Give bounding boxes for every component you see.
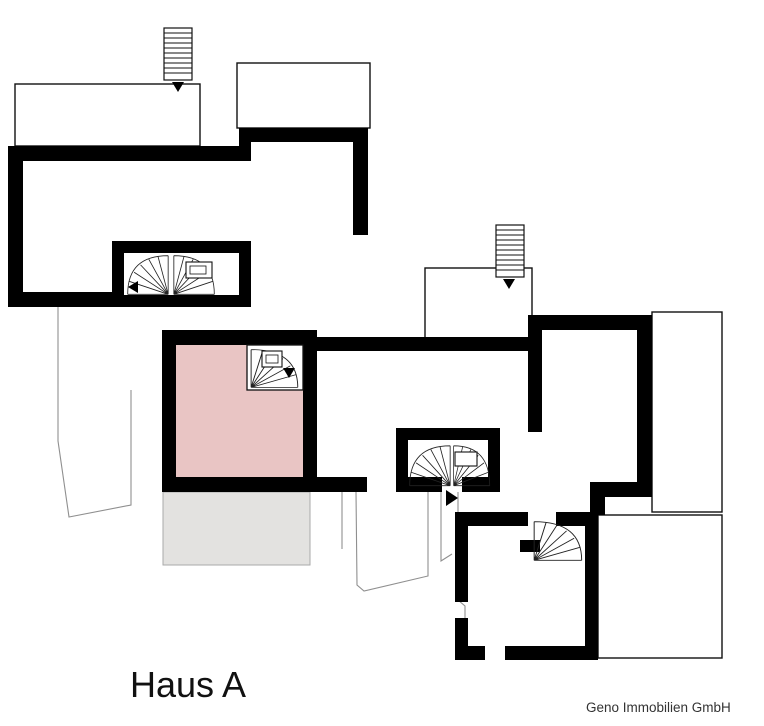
balcony-far-right bbox=[651, 311, 723, 513]
straight-stair-icon bbox=[163, 27, 193, 81]
winder-stair-icon bbox=[533, 521, 583, 561]
stairs-lower-right bbox=[533, 521, 583, 561]
stair-shaft-center-right bbox=[495, 224, 525, 289]
terrace bbox=[162, 491, 311, 566]
balcony-top-left bbox=[14, 83, 201, 147]
straight-stair-icon bbox=[495, 224, 525, 278]
direction-arrow-icon bbox=[446, 490, 458, 506]
lift-icon bbox=[454, 451, 478, 467]
balcony-top-middle bbox=[236, 62, 371, 129]
terrain-line-left bbox=[57, 307, 132, 518]
direction-arrow-icon bbox=[503, 279, 515, 289]
terrain-line-middle bbox=[341, 491, 429, 592]
lift-icon bbox=[265, 354, 279, 364]
house-label: Haus A bbox=[130, 664, 246, 705]
direction-arrow-icon bbox=[128, 281, 138, 293]
direction-arrow-icon bbox=[283, 368, 295, 378]
terrain-line-center bbox=[440, 492, 453, 563]
company-watermark: Geno Immobilien GmbH bbox=[586, 700, 731, 715]
balcony-center-right bbox=[424, 267, 533, 339]
balcony-bottom-right bbox=[597, 514, 723, 659]
balcony-outlines bbox=[14, 62, 723, 659]
lift-icon bbox=[189, 265, 207, 275]
stair-shaft-top-left bbox=[163, 27, 193, 92]
walls-lower-right-room bbox=[455, 512, 598, 660]
stairs-upper-left bbox=[127, 255, 215, 295]
direction-arrow-icon bbox=[172, 82, 184, 92]
walls bbox=[8, 128, 652, 660]
stairwell-box bbox=[246, 344, 304, 391]
walls-middle-unit bbox=[162, 315, 652, 515]
stairs-middle-unit bbox=[409, 445, 491, 506]
walls-upper-left-unit bbox=[8, 128, 368, 307]
